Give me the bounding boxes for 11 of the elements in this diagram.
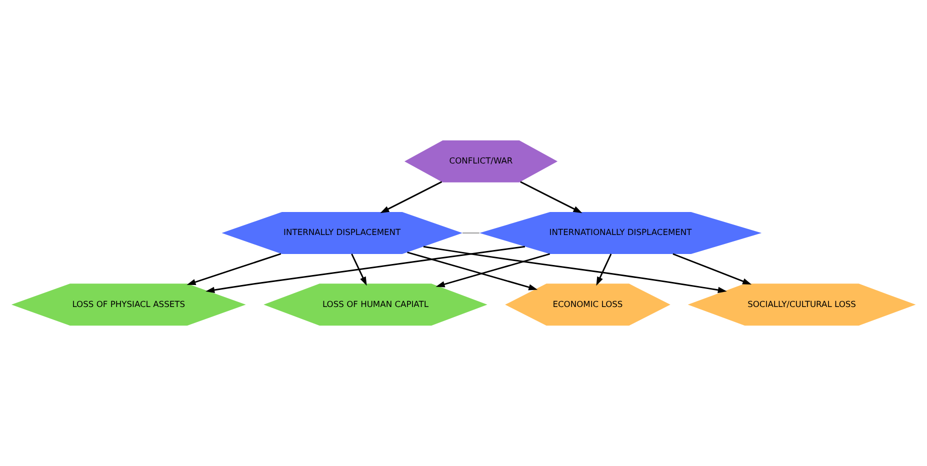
arrow bbox=[351, 254, 367, 286]
arrow bbox=[186, 253, 282, 286]
arrow bbox=[596, 254, 612, 286]
connector bbox=[462, 232, 480, 234]
arrow bbox=[520, 181, 582, 214]
arrow bbox=[672, 253, 752, 285]
arrow bbox=[436, 253, 550, 288]
arrow bbox=[423, 246, 727, 294]
arrow bbox=[380, 181, 442, 214]
arrow bbox=[206, 246, 526, 294]
arrow bbox=[407, 252, 538, 290]
